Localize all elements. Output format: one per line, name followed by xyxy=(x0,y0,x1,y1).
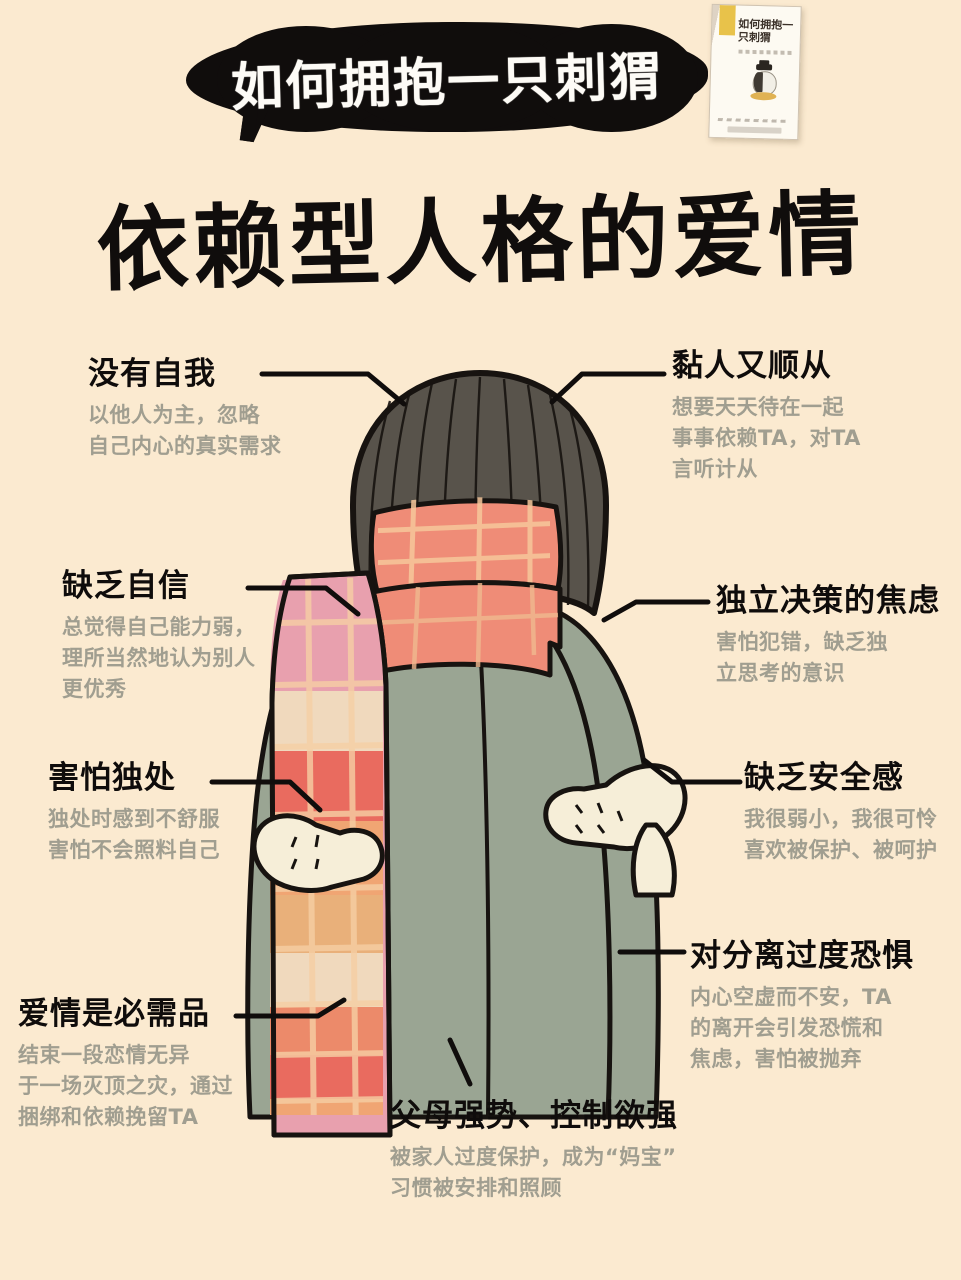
scarf-neck-wrap xyxy=(363,497,564,678)
annotation-heading: 害怕独处 xyxy=(48,760,176,796)
book-cover-publisher-mark xyxy=(727,126,782,134)
title-badge: 如何拥抱一只刺猬 xyxy=(186,22,708,144)
annotation-heading: 缺乏自信 xyxy=(62,568,190,604)
book-cover-thumbnail: 如何拥抱一只刺猬 xyxy=(708,3,802,141)
right-hand-hugging xyxy=(543,763,688,898)
annotation-decision-anxiety: 独立决策的焦虑 害怕犯错，缺乏独立思考的意识 xyxy=(716,575,940,689)
badge-blob-shape-secondary xyxy=(342,22,562,132)
annotation-heading: 独立决策的焦虑 xyxy=(716,583,940,619)
annotation-parents: 父母强势、控制欲强 被家人过度保护，成为“妈宝”习惯被安排和照顾 xyxy=(390,1090,678,1204)
annotation-body: 害怕犯错，缺乏独立思考的意识 xyxy=(716,630,888,685)
annotation-heading: 父母强势、控制欲强 xyxy=(390,1098,678,1134)
annotation-no-self: 没有自我 以他人为主，忽略自己内心的真实需求 xyxy=(88,348,282,462)
annotation-love-necessity: 爱情是必需品 结束一段恋情无异于一场灭顶之灾，通过捆绑和依赖挽留TA xyxy=(18,988,233,1133)
annotation-heading: 对分离过度恐惧 xyxy=(690,938,914,974)
book-cover-title: 如何拥抱一只刺猬 xyxy=(737,17,794,45)
annotation-fear-alone: 害怕独处 独处时感到不舒服害怕不会照料自己 xyxy=(48,752,220,866)
annotation-insecure: 缺乏安全感 我很弱小，我很可怜喜欢被保护、被呵护 xyxy=(744,752,938,866)
annotation-heading: 爱情是必需品 xyxy=(18,996,210,1032)
book-cover-figure-icon xyxy=(748,60,779,107)
page-title: 依赖型人格的爱情 xyxy=(95,180,866,305)
hugging-couple-illustration xyxy=(178,355,788,1145)
annotation-body: 独处时感到不舒服害怕不会照料自己 xyxy=(48,807,220,862)
left-hand-hugging xyxy=(251,813,385,893)
annotation-body: 以他人为主，忽略自己内心的真实需求 xyxy=(88,403,282,458)
annotation-lack-confidence: 缺乏自信 总觉得自己能力弱，理所当然地认为别人更优秀 xyxy=(62,560,256,705)
annotation-heading: 黏人又顺从 xyxy=(672,348,832,384)
book-cover-footer-lines xyxy=(717,118,788,123)
annotation-body: 总觉得自己能力弱，理所当然地认为别人更优秀 xyxy=(62,615,256,701)
annotation-heading: 缺乏安全感 xyxy=(744,760,904,796)
book-spine-band xyxy=(718,5,736,36)
annotation-body: 被家人过度保护，成为“妈宝”习惯被安排和照顾 xyxy=(390,1145,677,1200)
book-cover-subtitle-lines xyxy=(738,49,793,55)
annotation-body: 结束一段恋情无异于一场灭顶之灾，通过捆绑和依赖挽留TA xyxy=(18,1043,233,1129)
badge-title-text: 如何拥抱一只刺猬 xyxy=(230,46,664,119)
annotation-body: 我很弱小，我很可怜喜欢被保护、被呵护 xyxy=(744,807,938,862)
annotation-heading: 没有自我 xyxy=(88,356,216,392)
